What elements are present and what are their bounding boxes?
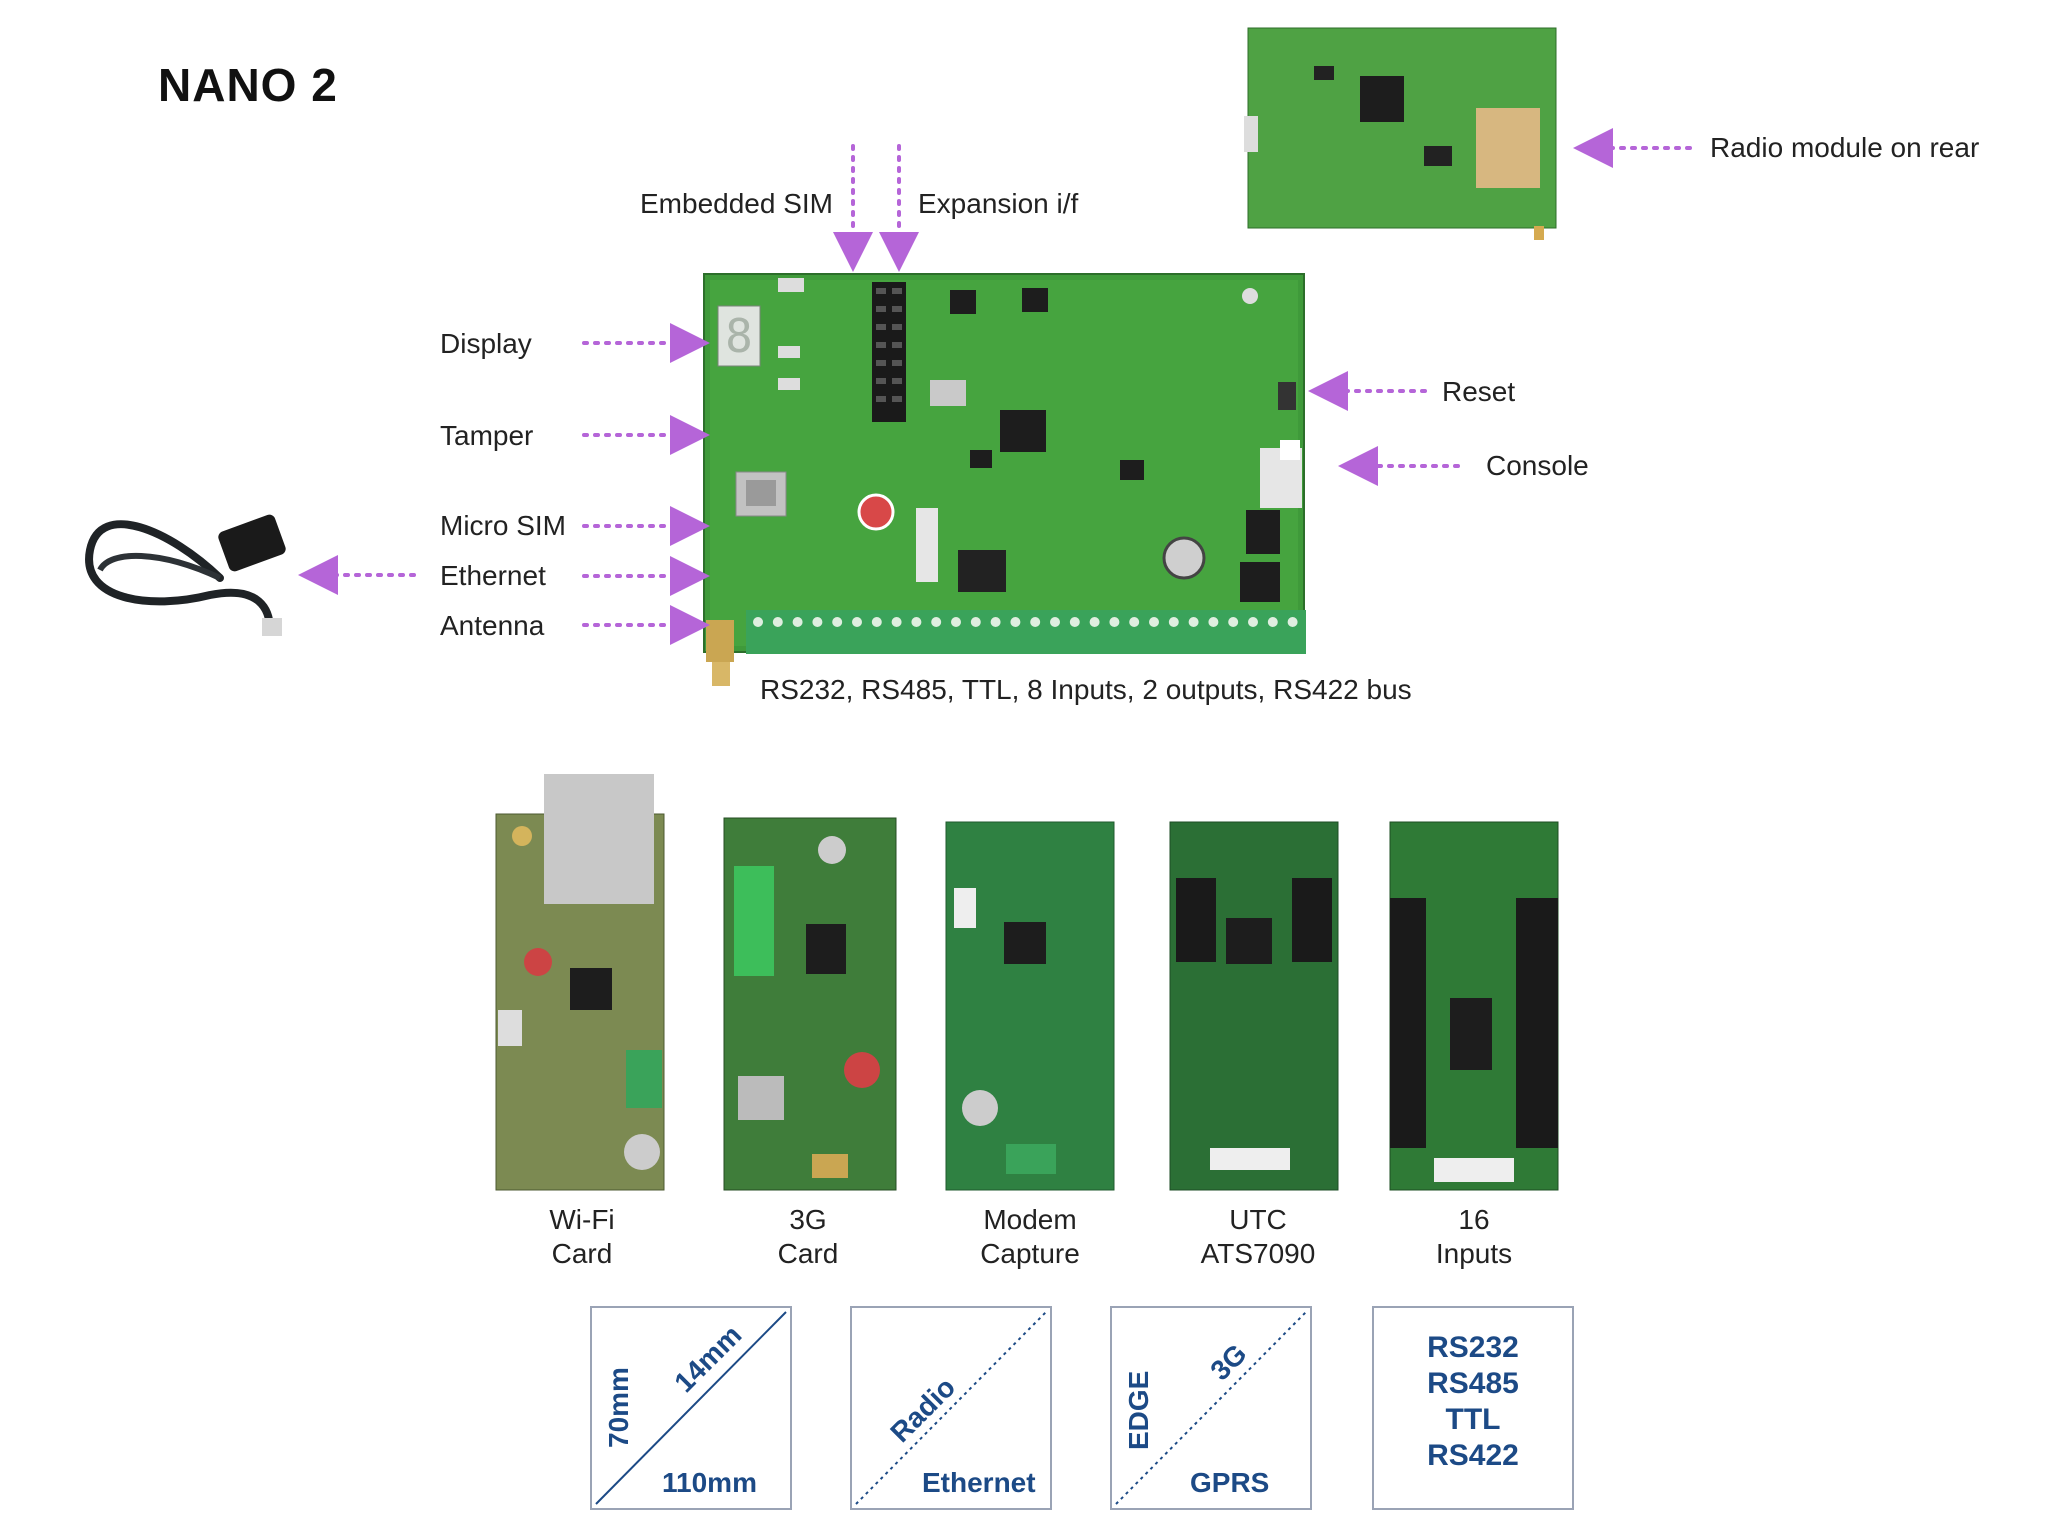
- label-embedded-sim: Embedded SIM: [640, 188, 833, 219]
- terminal-screw: [1287, 617, 1298, 627]
- card-utc-image: [1169, 821, 1339, 1191]
- label-antenna: Antenna: [440, 610, 545, 641]
- page-title: NANO 2: [158, 59, 338, 111]
- main-board-image: 8: [703, 273, 1306, 686]
- serial-item: TTL: [1445, 1403, 1501, 1436]
- terminal-screw: [753, 617, 763, 627]
- edge-label: EDGE: [1123, 1371, 1154, 1450]
- terminal-screw: [1208, 617, 1219, 627]
- svg-text:8: 8: [725, 309, 753, 363]
- label-tamper: Tamper: [440, 420, 534, 451]
- serial-interfaces-icon: RS232 RS485 TTL RS422: [1372, 1306, 1574, 1510]
- terminal-screw: [1228, 617, 1239, 627]
- size-icon: 70mm 14mm 110mm: [590, 1306, 792, 1510]
- label-console: Console: [1486, 450, 1589, 481]
- serial-item: RS422: [1427, 1439, 1519, 1472]
- terminal-screw: [871, 617, 882, 627]
- terminal-screw: [1109, 617, 1120, 627]
- terminal-screw: [812, 617, 823, 627]
- terminal-screw: [1267, 617, 1278, 627]
- mobile-network-icon: EDGE 3G GPRS: [1110, 1306, 1312, 1510]
- terminal-screw: [891, 617, 902, 627]
- label-radio-module: Radio module on rear: [1710, 132, 1980, 163]
- serial-item: RS232: [1427, 1331, 1519, 1364]
- size-height-label: 70mm: [603, 1367, 634, 1448]
- radio-ethernet-icon: Radio Ethernet: [850, 1306, 1052, 1510]
- card-3g-image: [723, 817, 897, 1191]
- gprs-label: GPRS: [1190, 1467, 1269, 1498]
- 3g-label: 3G: [1204, 1338, 1252, 1386]
- card-modem-image: [945, 821, 1115, 1191]
- label-expansion: Expansion i/f: [918, 188, 1079, 219]
- terminal-screw: [931, 617, 942, 627]
- ethernet-icon-label: Ethernet: [922, 1467, 1036, 1498]
- size-depth-label: 14mm: [668, 1319, 747, 1398]
- ethernet-cable-image: [85, 514, 286, 636]
- terminal-screw: [1149, 617, 1159, 627]
- label-display: Display: [440, 328, 532, 359]
- terminal-screw: [970, 617, 981, 627]
- terminal-screw: [1010, 617, 1021, 627]
- terminal-screw: [1089, 617, 1100, 627]
- radio-module-image: [1244, 27, 1557, 240]
- terminal-screw: [852, 617, 862, 627]
- terminal-screw: [792, 617, 803, 627]
- card-wifi-image: [495, 774, 665, 1191]
- terminal-screw: [990, 617, 1001, 627]
- serial-item: RS485: [1427, 1367, 1519, 1400]
- size-length-label: 110mm: [662, 1467, 757, 1498]
- label-ethernet: Ethernet: [440, 560, 546, 591]
- radio-label: Radio: [884, 1371, 961, 1448]
- label-bus: RS232, RS485, TTL, 8 Inputs, 2 outputs, …: [760, 674, 1412, 705]
- card-16-inputs-image: [1389, 821, 1559, 1191]
- terminal-screw: [1168, 617, 1179, 627]
- label-reset: Reset: [1442, 376, 1516, 407]
- terminal-screw: [1050, 617, 1060, 627]
- terminal-screw: [1030, 617, 1041, 627]
- terminal-screw: [1069, 617, 1080, 627]
- terminal-screw: [832, 617, 843, 627]
- terminal-screw: [951, 617, 961, 627]
- terminal-screw: [1129, 617, 1140, 627]
- terminal-screw: [911, 617, 922, 627]
- terminal-screw: [1188, 617, 1199, 627]
- label-micro-sim: Micro SIM: [440, 510, 566, 541]
- terminal-screw: [772, 617, 783, 627]
- terminal-screw: [1248, 617, 1258, 627]
